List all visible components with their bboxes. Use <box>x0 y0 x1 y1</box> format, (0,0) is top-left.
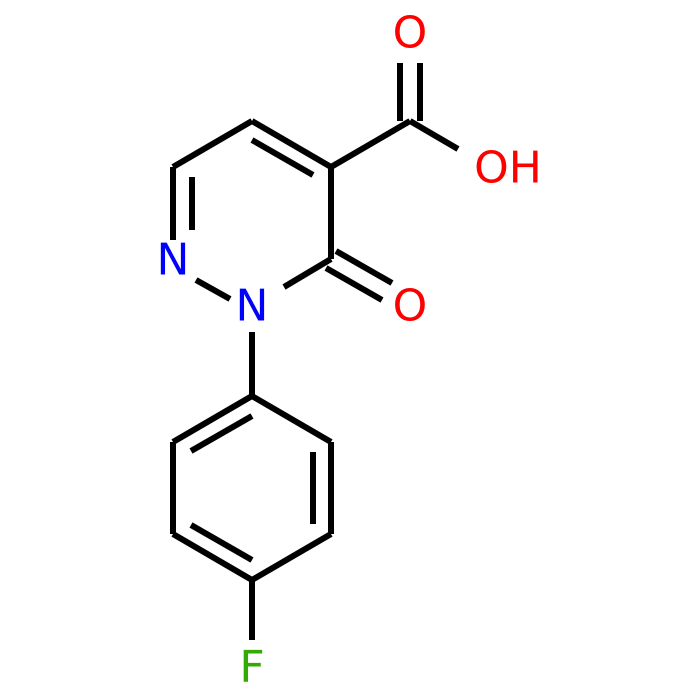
bond-carboxyl-c-c <box>329 118 412 170</box>
atom-label-ketone-oxygen: O <box>393 281 428 332</box>
bond-c3-o-a <box>324 265 384 303</box>
atom-label-nitrogen-2: N <box>236 281 269 332</box>
bond-ph-c1-c2 <box>250 393 333 445</box>
bond-n2-c3 <box>282 256 333 290</box>
bond-ph-c6-c1-inner <box>189 413 254 454</box>
atom-label-hydroxyl: OH <box>474 143 542 194</box>
atom-label-nitrogen-1: N <box>157 235 190 286</box>
bond-carboxyl-c-oh <box>408 118 460 152</box>
bond-c4-c5-inner <box>250 137 315 178</box>
bond-n1-n2 <box>194 277 232 302</box>
bond-c5-c6 <box>171 118 254 170</box>
bond-c4-c5 <box>250 118 333 170</box>
bond-ph-c4-c5-inner <box>189 522 254 563</box>
bond-c3-o-b <box>334 248 394 286</box>
bond-ph-c4-c5 <box>171 531 254 583</box>
atom-label-fluorine: F <box>239 642 264 693</box>
bond-ph-c3-c4 <box>250 531 333 583</box>
bond-ph-c6-c1 <box>171 393 254 445</box>
atom-label-carbonyl-oxygen: O <box>393 8 428 59</box>
